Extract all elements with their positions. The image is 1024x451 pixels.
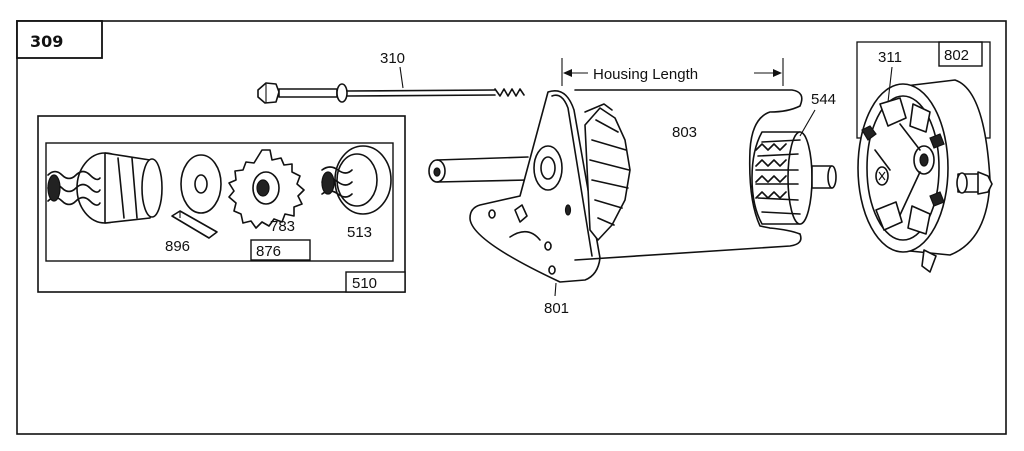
figure-number: 309 (30, 32, 63, 51)
through-bolt (257, 66, 525, 104)
drive-nut-assembly (321, 145, 392, 215)
commutator-end-cap (856, 41, 993, 273)
label-510: 510 (352, 275, 377, 292)
drive-assembly-box (37, 115, 406, 293)
label-801: 801 (544, 300, 569, 317)
drive-key (171, 210, 218, 239)
label-803: 803 (672, 124, 697, 141)
label-513: 513 (347, 224, 372, 241)
label-310: 310 (380, 50, 405, 67)
diagram-frame (16, 20, 1007, 435)
drive-washer (180, 154, 222, 214)
label-876-box (250, 239, 311, 261)
label-802-box (938, 41, 983, 67)
housing-length-label: Housing Length (593, 66, 698, 83)
label-802: 802 (944, 47, 969, 64)
drive-pinion-clutch (47, 152, 163, 224)
figure-number-box (16, 20, 103, 59)
armature-commutator (751, 131, 837, 225)
label-311: 311 (878, 49, 902, 66)
housing-length-dimension (561, 58, 784, 86)
label-896: 896 (165, 238, 190, 255)
label-783: 783 (270, 218, 295, 235)
label-544: 544 (811, 91, 836, 108)
drive-end-cap (428, 90, 631, 283)
pinion-gear (228, 149, 305, 229)
label-876: 876 (256, 243, 281, 260)
